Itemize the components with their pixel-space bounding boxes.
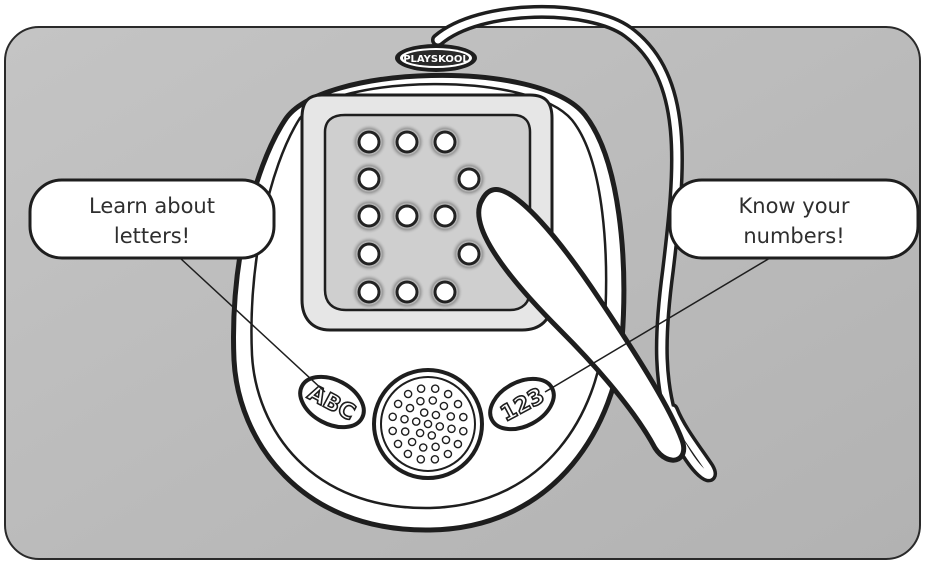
speaker-hole	[404, 450, 411, 457]
speaker-hole	[394, 440, 401, 447]
led-dot	[359, 169, 379, 189]
speaker-hole	[460, 414, 467, 421]
led-dot	[435, 282, 455, 302]
led-dot	[459, 169, 479, 189]
led-dot	[359, 132, 379, 152]
speaker-hole	[429, 397, 436, 404]
speaker-hole	[460, 428, 467, 435]
speaker-hole	[428, 432, 435, 439]
speaker-hole	[421, 409, 428, 416]
brand-logo-text: PLAYSKOOL	[403, 54, 469, 65]
led-dot	[397, 282, 417, 302]
speaker-hole	[444, 450, 451, 457]
speaker-hole	[431, 456, 438, 463]
speaker-hole	[432, 443, 439, 450]
speaker-hole	[442, 436, 449, 443]
speaker-hole	[389, 427, 396, 434]
led-dot	[459, 244, 479, 264]
left-callout: Learn about letters!	[30, 180, 274, 258]
speaker-hole	[424, 420, 431, 427]
speaker-hole	[448, 425, 455, 432]
led-dot	[435, 132, 455, 152]
led-dot	[397, 206, 417, 226]
speaker-hole	[406, 405, 413, 412]
led-dot	[397, 132, 417, 152]
right-callout-line1: Know your	[739, 194, 850, 218]
speaker-hole	[440, 402, 447, 409]
speaker-hole	[420, 444, 427, 451]
speaker-hole	[389, 413, 396, 420]
speaker-hole	[454, 441, 461, 448]
led-dot	[359, 206, 379, 226]
speaker-hole	[395, 400, 402, 407]
left-callout-line1: Learn about	[89, 194, 215, 218]
speaker-hole	[432, 385, 439, 392]
speaker-hole	[417, 429, 424, 436]
speaker-hole	[402, 428, 409, 435]
speaker-hole	[409, 438, 416, 445]
right-callout-line2: numbers!	[743, 224, 844, 248]
speaker-hole	[401, 416, 408, 423]
speaker-hole	[447, 413, 454, 420]
speaker-hole	[454, 401, 461, 408]
speaker-hole	[405, 390, 412, 397]
left-callout-line2: letters!	[114, 224, 190, 248]
led-dot	[359, 282, 379, 302]
speaker-hole	[417, 456, 424, 463]
brand-logo: PLAYSKOOL	[395, 44, 477, 72]
speaker-hole	[432, 411, 439, 418]
speaker-hole	[413, 418, 420, 425]
speaker-hole	[417, 398, 424, 405]
right-callout: Know your numbers!	[670, 180, 918, 258]
speaker-hole	[436, 423, 443, 430]
speaker-grille	[374, 370, 482, 478]
led-dot	[359, 244, 379, 264]
led-dot	[435, 206, 455, 226]
speaker-hole	[445, 391, 452, 398]
speaker-hole	[418, 385, 425, 392]
